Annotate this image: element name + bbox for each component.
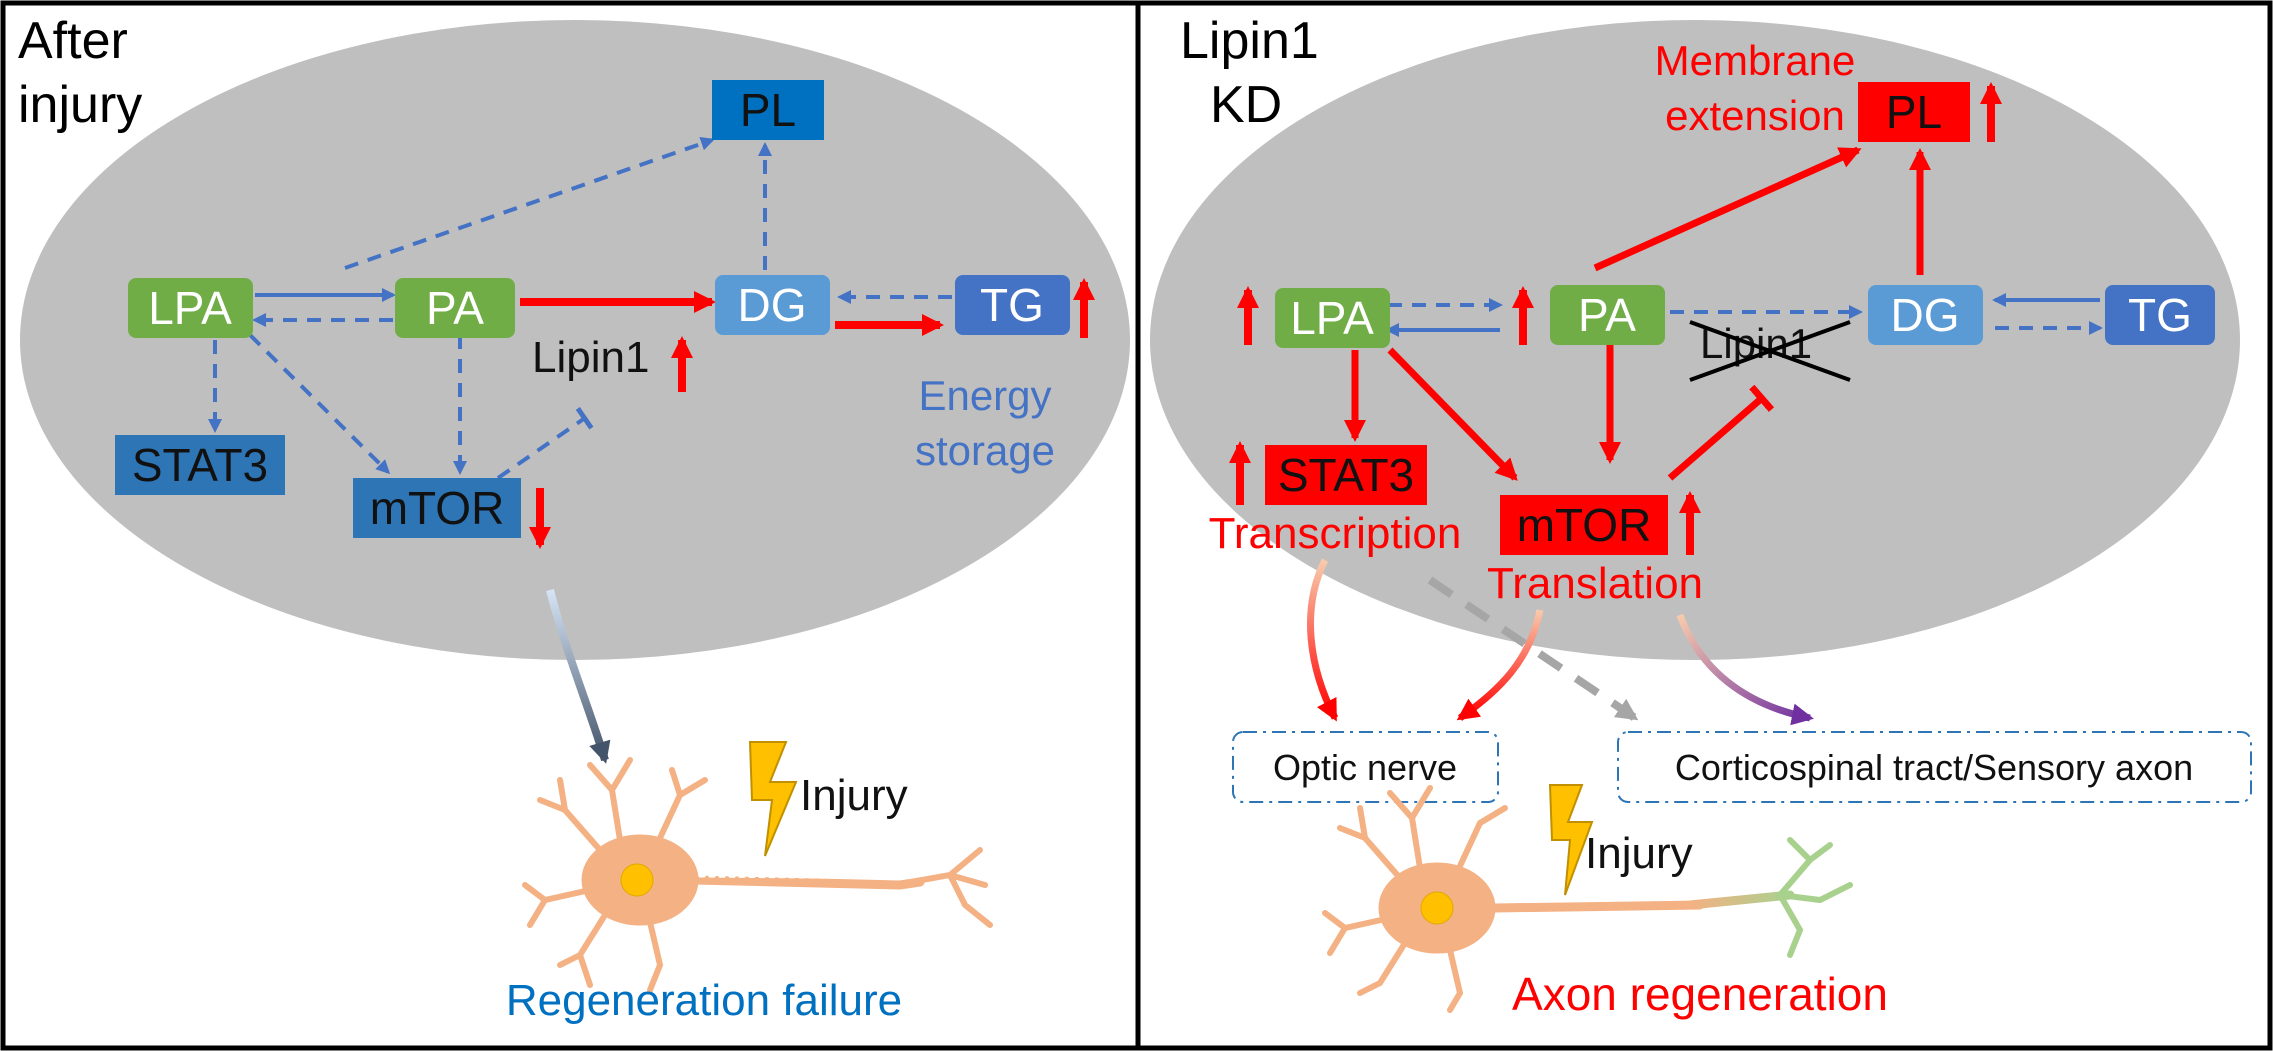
right-node-lpa: LPA bbox=[1275, 288, 1390, 348]
svg-text:TG: TG bbox=[2128, 289, 2192, 341]
left-node-pl: PL bbox=[712, 80, 824, 140]
svg-text:PL: PL bbox=[740, 84, 796, 136]
arrow-lpa-to-mtor-right bbox=[1387, 347, 1518, 481]
svg-text:PL: PL bbox=[1886, 86, 1942, 138]
right-panel: Lipin1 KD Membrane extension PL bbox=[1150, 12, 2252, 1020]
energy-storage-line1: Energy bbox=[918, 372, 1051, 419]
right-injury-label: Injury bbox=[1585, 829, 1693, 878]
optic-nerve-label: Optic nerve bbox=[1273, 747, 1457, 788]
arrow-lpa-to-mtor bbox=[248, 333, 391, 475]
right-title-line2: KD bbox=[1210, 76, 1282, 134]
left-outcome: Regeneration failure bbox=[506, 976, 902, 1025]
curve-translation-to-corticospinal bbox=[1676, 613, 1814, 726]
corticospinal-box: Corticospinal tract/Sensory axon bbox=[1617, 731, 2252, 803]
left-injury-label: Injury bbox=[800, 771, 908, 820]
svg-text:mTOR: mTOR bbox=[1517, 499, 1652, 551]
svg-text:TG: TG bbox=[980, 279, 1044, 331]
left-lipin1-label: Lipin1 bbox=[532, 333, 649, 382]
svg-text:LPA: LPA bbox=[1290, 292, 1374, 344]
corticospinal-label: Corticospinal tract/Sensory axon bbox=[1675, 747, 2193, 788]
curve-translation-to-optic bbox=[1456, 609, 1544, 721]
svg-text:STAT3: STAT3 bbox=[132, 439, 268, 491]
right-node-tg: TG bbox=[2105, 285, 2215, 345]
membrane-line1: Membrane bbox=[1655, 37, 1856, 84]
right-node-pa: PA bbox=[1550, 285, 1665, 345]
lightning-icon bbox=[748, 741, 798, 857]
left-node-dg: DG bbox=[715, 275, 830, 335]
svg-text:DG: DG bbox=[1891, 289, 1960, 341]
energy-storage-line2: storage bbox=[915, 427, 1055, 474]
arrow-pa-to-pl-right bbox=[1593, 146, 1862, 272]
left-panel: After injury PL LPA PA bbox=[18, 12, 1130, 1025]
right-node-pl: PL bbox=[1858, 82, 1970, 142]
lipin1-cross-2 bbox=[1689, 320, 1851, 382]
right-node-dg: DG bbox=[1868, 285, 1983, 345]
left-title-line2: injury bbox=[18, 76, 142, 134]
svg-text:DG: DG bbox=[738, 279, 807, 331]
svg-text:PA: PA bbox=[1578, 289, 1636, 341]
curve-transcription-to-optic bbox=[1307, 558, 1339, 722]
inhibit-mtor-lipin1-right bbox=[1667, 384, 1775, 481]
left-node-tg: TG bbox=[955, 275, 1070, 335]
left-node-pa: PA bbox=[395, 278, 515, 338]
right-title-line1: Lipin1 bbox=[1180, 12, 1319, 70]
regenerating-neuron-icon bbox=[1322, 785, 1853, 1013]
translation-label: Translation bbox=[1487, 559, 1703, 608]
transcription-label: Transcription bbox=[1209, 509, 1462, 558]
inhibit-mtor-lipin1 bbox=[496, 406, 594, 480]
curve-to-neuron-left bbox=[546, 589, 611, 764]
left-cell-body bbox=[20, 20, 1130, 660]
right-node-mtor: mTOR bbox=[1500, 495, 1668, 555]
right-lightning-icon bbox=[1548, 784, 1594, 896]
left-node-lpa: LPA bbox=[128, 278, 253, 338]
arrow-pa-to-pl bbox=[344, 137, 715, 270]
right-node-stat3: STAT3 bbox=[1265, 445, 1427, 505]
right-outcome: Axon regeneration bbox=[1512, 968, 1888, 1020]
svg-text:LPA: LPA bbox=[148, 282, 232, 334]
svg-text:STAT3: STAT3 bbox=[1278, 449, 1414, 501]
svg-text:PA: PA bbox=[426, 282, 484, 334]
lipin1-knockdown: Lipin1 bbox=[1689, 320, 1851, 382]
membrane-line2: extension bbox=[1665, 92, 1845, 139]
left-title-line1: After bbox=[18, 12, 128, 70]
optic-nerve-box: Optic nerve bbox=[1232, 731, 1499, 803]
svg-text:mTOR: mTOR bbox=[370, 482, 505, 534]
left-node-stat3: STAT3 bbox=[115, 435, 285, 495]
neuron-icon bbox=[522, 757, 993, 993]
left-node-mtor: mTOR bbox=[353, 478, 521, 538]
